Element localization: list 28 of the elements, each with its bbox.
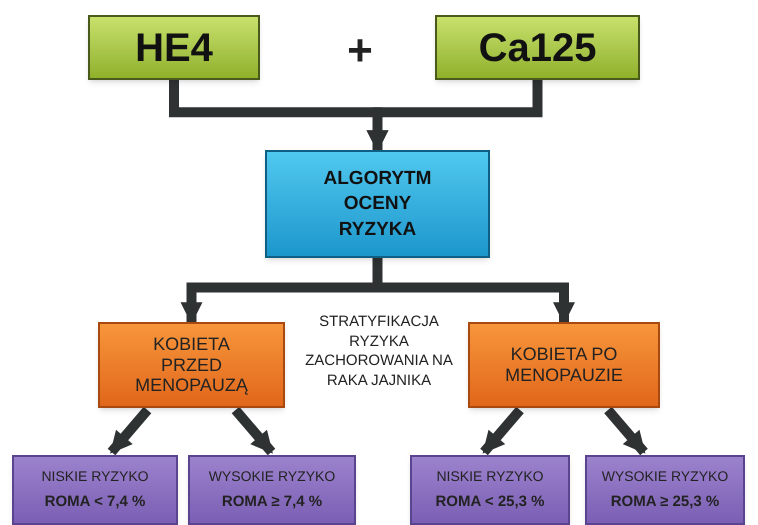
category-box (98, 322, 285, 408)
box-label: NISKIE RYZYKO (41, 467, 149, 486)
roma-threshold: ROMA < 25,3 % (435, 492, 545, 512)
note-text: STRATYFIKACJA RYZYKA ZACHOROWANIA NA RAKA JAJNIKA (304, 312, 454, 390)
box-label: KOBIETA PRZED MENOPAUZĄ (135, 334, 248, 396)
box-label: WYSOKIE RYZYKO (602, 467, 728, 486)
marker-box (435, 15, 640, 80)
arrow (108, 406, 152, 456)
result-box (12, 455, 178, 525)
box-label: WYSOKIE RYZYKO (208, 467, 336, 486)
roma-threshold: ROMA ≥ 25,3 % (610, 492, 720, 512)
box-label: KOBIETA PO MENOPAUZIE (505, 344, 623, 386)
arrow (232, 406, 276, 456)
result-box (585, 455, 745, 525)
roma-threshold: ROMA < 7,4 % (44, 492, 146, 512)
arrow (604, 406, 648, 456)
arrow (480, 406, 524, 456)
roma-threshold: ROMA ≥ 7,4 % (222, 492, 322, 512)
box-label: HE4 (135, 24, 213, 72)
result-box (188, 455, 356, 525)
box-label: ALGORYTM OCENY RYZYKA (322, 166, 432, 242)
box-label: NISKIE RYZYKO (436, 467, 544, 486)
category-box (468, 322, 660, 408)
marker-box (88, 15, 260, 80)
process-box (265, 150, 490, 258)
result-box (410, 455, 570, 525)
plus-sign: + (346, 25, 374, 77)
box-label: Ca125 (478, 24, 596, 72)
